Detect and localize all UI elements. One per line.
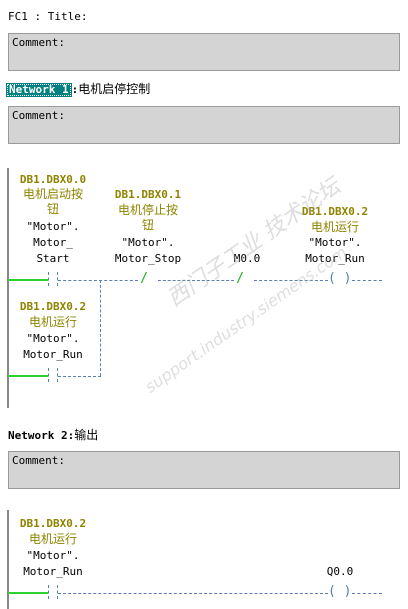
network2-header[interactable]: Network 2:输出 [8, 428, 98, 443]
rung1-wire-d [352, 280, 382, 281]
hold-address: DB1.DBX0.2 [19, 300, 87, 313]
rung2-energized-segment [8, 592, 48, 594]
m00-label: M0.0 [233, 252, 261, 265]
power-rail-2 [7, 510, 9, 609]
stop-contact[interactable]: / [140, 271, 148, 286]
rung2-wire-b [352, 593, 382, 594]
coil-run[interactable]: ( ) [328, 271, 351, 286]
run-contact[interactable] [48, 585, 58, 599]
hold-sym-1: "Motor". [26, 332, 80, 345]
coil-run-desc: 电机运行 [310, 220, 359, 234]
block-comment-label: Comment: [12, 36, 65, 49]
rung1-wire-a [58, 280, 138, 281]
coil-q00[interactable]: ( ) [328, 584, 351, 599]
m00-contact[interactable]: / [236, 271, 244, 286]
branch-right-wire [100, 280, 101, 376]
start-sym-1: "Motor". [26, 220, 80, 233]
stop-sym-2: Motor_Stop [114, 252, 182, 265]
nc-glyph-1: / [140, 271, 148, 286]
network1-title[interactable]: 电机启停控制 [78, 82, 151, 96]
stop-desc-2: 钮 [141, 218, 154, 232]
start-sym-2: Motor_ [33, 236, 73, 249]
start-contact[interactable] [48, 272, 58, 286]
network2-comment-label: Comment: [12, 454, 65, 467]
network2-title[interactable]: 输出 [74, 428, 99, 442]
power-rail-1 [7, 168, 9, 408]
network1-header[interactable]: Network 1:电机启停控制 [6, 82, 150, 97]
network1-comment-label: Comment: [12, 109, 65, 122]
nc-glyph-2: / [236, 271, 244, 286]
hold-contact[interactable] [48, 368, 58, 382]
network1-separator: : [71, 83, 79, 96]
coil-run-sym-1: "Motor". [308, 236, 362, 249]
coil-run-sym-2: Motor_Run [305, 252, 365, 265]
network2-separator: : [67, 429, 75, 442]
stop-sym-1: "Motor". [121, 236, 175, 249]
start-desc-1: 电机启动按 [22, 187, 83, 201]
hold-sym-2: Motor_Run [23, 348, 83, 361]
coil-glyph-1: ( ) [328, 271, 352, 286]
run-desc: 电机运行 [28, 532, 77, 546]
block-comment[interactable]: Comment: [8, 33, 400, 71]
branch-energized-segment [8, 375, 48, 377]
run-sym-1: "Motor". [26, 549, 80, 562]
q00-label: Q0.0 [326, 565, 354, 578]
start-address: DB1.DBX0.0 [19, 173, 87, 186]
start-desc-2: 钮 [46, 202, 59, 216]
run-address: DB1.DBX0.2 [19, 517, 87, 530]
stop-address: DB1.DBX0.1 [114, 188, 182, 201]
network1-comment[interactable]: Comment: [8, 106, 400, 144]
hold-desc: 电机运行 [28, 315, 77, 329]
branch-wire [58, 376, 101, 377]
stop-desc-1: 电机停止按 [117, 203, 178, 217]
run-sym-2: Motor_Run [23, 565, 83, 578]
rung1-energized-segment [8, 279, 48, 281]
coil-glyph-2: ( ) [328, 584, 352, 599]
network2-comment[interactable]: Comment: [8, 451, 400, 489]
rung2-wire-a [58, 593, 328, 594]
network2-label[interactable]: Network 2 [8, 429, 68, 442]
rung1-wire-b [158, 280, 234, 281]
network1-label[interactable]: Network 1 [6, 83, 72, 97]
block-title: FC1 : Title: [8, 10, 88, 23]
coil-run-address: DB1.DBX0.2 [301, 205, 369, 218]
start-sym-3: Start [36, 252, 70, 265]
rung1-wire-c [254, 280, 328, 281]
